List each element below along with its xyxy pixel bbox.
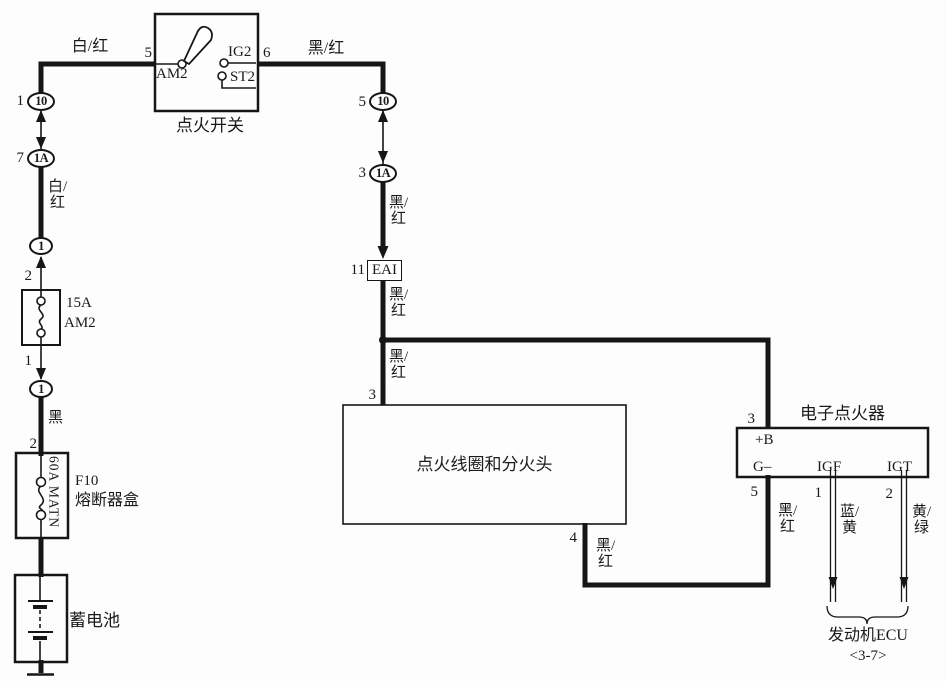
terminal-label-ig2: IG2 [228, 44, 252, 60]
pin-label-eai: 11 [350, 262, 365, 278]
connector-mid-1-lower: 1 [29, 380, 53, 398]
thin-links [40, 111, 384, 379]
ecu-ref: <3-7> [849, 648, 887, 664]
ecu-caption: 发动机ECU [827, 627, 908, 644]
pin-label-switch-6: 6 [263, 45, 271, 61]
ecu-brace-icon [826, 605, 909, 625]
igniter-box [735, 426, 930, 479]
wire-label-black-red-1: 黑/红 [389, 195, 409, 227]
arrow-up-icon [378, 110, 388, 122]
connector-id: 1A [33, 151, 49, 165]
connector-left-1a: 1A [27, 149, 55, 168]
component-boxes [13, 12, 930, 664]
battery-box [13, 573, 69, 664]
arrow-up-icon [36, 256, 46, 268]
pin-label-right-10: 5 [358, 94, 367, 110]
pin-label-left-10: 1 [16, 93, 25, 109]
fuse-main-name: F10 [75, 473, 99, 489]
wire-white-red-top [38, 61, 156, 94]
terminal-label-g: G– [753, 459, 772, 475]
ignition-switch-box [153, 12, 260, 113]
battery-caption: 蓄电池 [69, 611, 120, 630]
connector-id: EAI [372, 262, 397, 278]
pin-label-fuse-am2-bottom: 1 [24, 353, 33, 369]
pin-label-igniter-igt: 2 [885, 486, 894, 502]
fuse-main-rating: 60A MATN [46, 456, 62, 529]
wire-label-black-red-3: 黑/红 [389, 349, 409, 381]
connector-left-10: 10 [27, 92, 55, 111]
wire-label-yellow-green: 黄/绿 [912, 504, 932, 536]
contact-ig2-icon [219, 58, 229, 68]
connector-id: 10 [35, 94, 47, 108]
fuse-am2-icon [36, 290, 46, 344]
key-lever-icon [182, 25, 213, 66]
wire-label-black-left: 黑 [47, 410, 63, 426]
pin-label-coil-3: 3 [368, 387, 377, 403]
ecu-signal-wires [829, 470, 908, 602]
pin-label-left-1a: 7 [16, 150, 25, 166]
connector-id: 1 [38, 238, 44, 253]
contact-st2-icon [217, 71, 227, 81]
wire-label-black-red-top: 黑/红 [307, 40, 345, 57]
switch-internals [156, 25, 256, 89]
pin-label-right-1a: 3 [358, 165, 367, 181]
terminal-label-am2: AM2 [156, 66, 188, 82]
fuse-main-caption: 熔断器盒 [75, 492, 140, 509]
connector-mid-1-upper: 1 [29, 237, 53, 255]
wire-branch-to-igniter-b [383, 337, 771, 429]
pin-label-coil-4: 4 [569, 530, 578, 546]
terminal-label-igf: IGF [817, 459, 842, 475]
wire-igniter-g-to-coil-4 [582, 475, 771, 588]
pin-label-igniter-igf: 1 [814, 485, 823, 501]
ignition-coil-box [342, 404, 627, 525]
terminal-label-st2: ST2 [230, 69, 256, 85]
wire-label-blue-yellow: 蓝/黄 [840, 504, 860, 536]
wire-label-white-red-left: 白/红 [48, 179, 68, 211]
arrow-up-icon [36, 110, 46, 122]
wire-label-white-red-top: 白/红 [71, 38, 109, 55]
fuse-main-icon [35, 453, 47, 537]
battery-icon [28, 577, 53, 660]
arrow-down-icon [377, 246, 389, 259]
wire-label-black-red-2: 黑/红 [389, 287, 409, 319]
fuse-am2-name: AM2 [64, 315, 96, 331]
terminal-label-igt: IGT [887, 459, 912, 475]
junction-dot [379, 336, 387, 344]
arrow-down-icon [36, 368, 46, 380]
igniter-title: 电子点火器 [800, 404, 885, 423]
arrow-down-icon [36, 137, 46, 149]
wire-label-black-red-g: 黑/红 [778, 503, 798, 535]
arrow-down-icon [378, 151, 388, 163]
ignition-switch-title: 点火开关 [176, 116, 244, 135]
connector-eai: EAI [367, 260, 402, 281]
pin-label-switch-5: 5 [144, 45, 153, 61]
connector-id: 1 [38, 381, 44, 396]
wire-label-black-red-coil4: 黑/红 [596, 538, 616, 570]
pin-label-fuse-am2-top: 2 [24, 268, 33, 284]
terminal-label-b: +B [755, 432, 774, 448]
fuse-am2-rating: 15A [66, 295, 92, 311]
ignition-coil-caption: 点火线圈和分火头 [416, 455, 553, 474]
connector-right-1a: 1A [369, 164, 397, 183]
pin-label-igniter-g: 5 [750, 484, 759, 500]
connector-id: 1A [375, 166, 391, 180]
connector-id: 10 [377, 94, 389, 108]
pin-label-fuse-main-top: 2 [29, 436, 38, 452]
wire-black-red-top [257, 61, 386, 95]
pin-label-igniter-b: 3 [747, 411, 756, 427]
connector-right-10: 10 [369, 92, 397, 111]
fuse-main-box [14, 451, 70, 540]
